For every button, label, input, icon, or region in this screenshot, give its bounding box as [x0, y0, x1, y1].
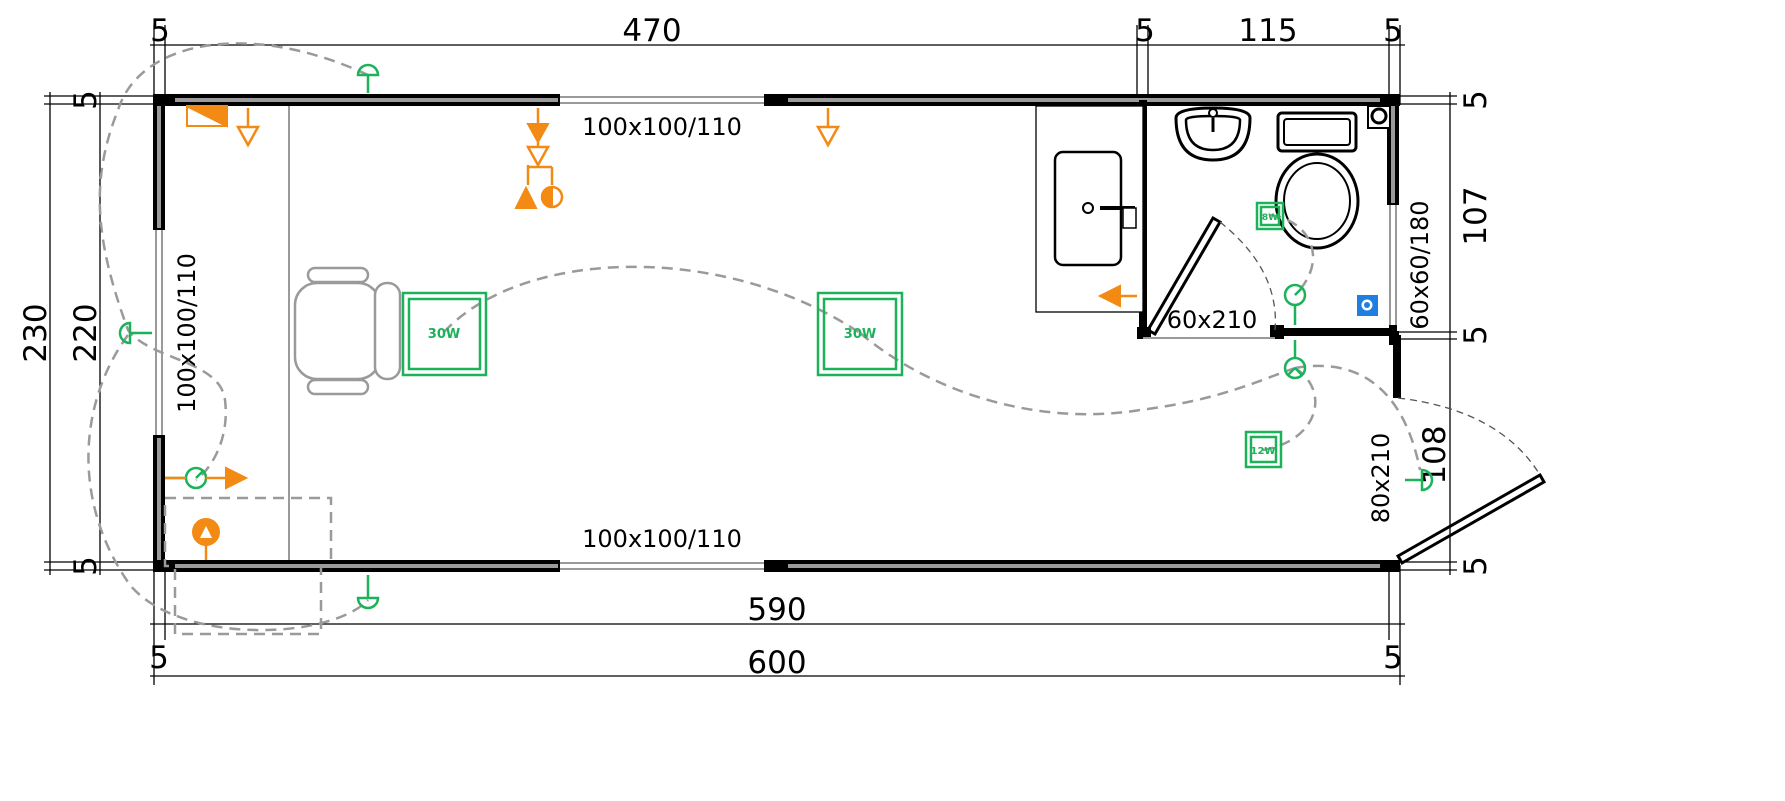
wall-lamp-icon	[118, 321, 152, 345]
dimension-lines	[44, 25, 1457, 685]
wall-lamp-icon	[356, 63, 380, 93]
dim-top-bath-length: 115	[1238, 13, 1297, 49]
lighting-symbols: 30W 30W 8W 12W	[118, 63, 1434, 610]
ceiling-light-1-label: 30W	[428, 327, 460, 342]
socket-icon	[165, 466, 249, 490]
dim-top-left-margin: 5	[150, 13, 170, 49]
door-bath-label: 60x210	[1167, 306, 1258, 334]
dim-right-mid-margin: 5	[1458, 325, 1494, 345]
washbasin	[1174, 106, 1252, 162]
dim-top-mid-margin: 5	[1135, 13, 1155, 49]
exterior-walls	[153, 94, 1401, 572]
ceiling-light-2: 30W	[816, 291, 904, 377]
socket-icon	[235, 108, 261, 148]
double-switch-icon	[1283, 340, 1307, 380]
dim-right-top-margin: 5	[1458, 90, 1494, 110]
armchair	[293, 266, 402, 396]
hall-light: 12W	[1244, 430, 1283, 469]
dim-bottom-inner-length: 590	[747, 592, 806, 628]
window-frames	[155, 94, 1397, 572]
window-bath-label: 60x60/180	[1406, 200, 1434, 329]
window-top-label: 100x100/110	[582, 113, 742, 141]
entry-door[interactable]	[1395, 397, 1547, 566]
wall-lamp-icon	[356, 575, 380, 610]
door-entry-label: 80x210	[1367, 433, 1395, 524]
bath-light: 8W	[1255, 201, 1285, 231]
dim-right-upper-height: 107	[1458, 186, 1494, 245]
socket-icon	[815, 108, 841, 148]
water-outlet-icon	[1357, 295, 1378, 316]
dim-left-inner-height: 220	[68, 303, 104, 362]
dim-top-right-margin: 5	[1383, 13, 1403, 49]
kitchen-sink	[1053, 150, 1137, 267]
dim-bottom-right-margin: 5	[1383, 640, 1403, 676]
dim-left-bottom-margin: 5	[68, 556, 104, 576]
power-symbols	[165, 104, 1137, 560]
dim-bottom-left-margin: 5	[149, 640, 169, 676]
wall-lamp-icon	[1405, 468, 1434, 492]
dim-left-top-margin: 5	[68, 90, 104, 110]
bath-light-label: 8W	[1262, 213, 1278, 223]
socket-group-icon	[514, 108, 564, 209]
light-switch-icon	[1283, 283, 1307, 325]
ceiling-light-1: 30W	[401, 291, 488, 377]
hall-light-label: 12W	[1251, 446, 1276, 457]
window-bottom-label: 100x100/110	[582, 525, 742, 553]
bathroom-door[interactable]	[1145, 215, 1277, 337]
socket-icon	[1097, 284, 1137, 308]
window-left-label: 100x100/110	[173, 253, 201, 413]
furniture	[163, 105, 1391, 636]
dim-bottom-total-length: 600	[747, 645, 806, 681]
distribution-board-icon	[186, 104, 228, 128]
dim-left-total-height: 230	[18, 303, 54, 362]
toilet	[1274, 111, 1360, 250]
ceiling-light-2-label: 30W	[844, 327, 876, 342]
boiler-icon	[192, 518, 220, 560]
dim-top-room-length: 470	[622, 13, 681, 49]
dim-right-bottom-margin: 5	[1458, 556, 1494, 576]
